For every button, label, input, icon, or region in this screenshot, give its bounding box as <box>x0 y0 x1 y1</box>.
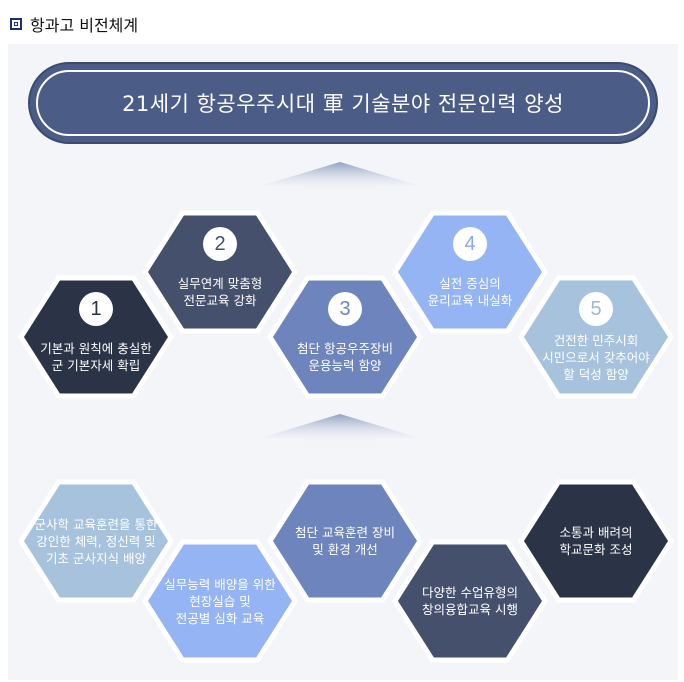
strategy-hexagon-3 <box>267 479 423 603</box>
header: 항과고 비전체계 <box>10 12 138 36</box>
goal-hexagon-2 <box>142 210 298 334</box>
goal-number-badge-3: 3 <box>328 292 362 326</box>
up-arrow-1-icon <box>260 162 420 192</box>
strategy-hexagon-1 <box>18 479 174 603</box>
page-title: 항과고 비전체계 <box>30 16 139 35</box>
strategy-hexagon-2 <box>142 539 298 663</box>
up-arrow-2-icon <box>260 414 420 444</box>
goal-number-badge-4: 4 <box>453 227 487 261</box>
goal-number-badge-1: 1 <box>79 292 113 326</box>
goal-hexagon-5 <box>518 275 674 399</box>
vision-banner-text: 21세기 항공우주시대 軍 기술분야 전문인력 양성 <box>122 92 564 116</box>
goal-number-badge-2: 2 <box>203 227 237 261</box>
square-bullet-icon <box>10 18 22 30</box>
goal-hexagon-3 <box>267 275 423 399</box>
goal-hexagon-4 <box>392 210 548 334</box>
goal-hexagon-1 <box>18 275 174 399</box>
strategy-hexagon-5 <box>518 479 674 603</box>
goal-number-badge-5: 5 <box>579 292 613 326</box>
vision-banner: 21세기 항공우주시대 軍 기술분야 전문인력 양성 <box>28 62 658 144</box>
vision-banner-inner-border: 21세기 항공우주시대 軍 기술분야 전문인력 양성 <box>36 70 650 136</box>
strategy-hexagon-4 <box>392 539 548 663</box>
